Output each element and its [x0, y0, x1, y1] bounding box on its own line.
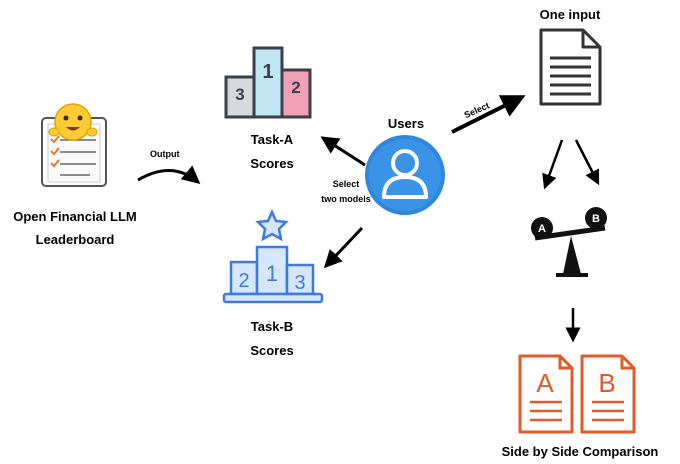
task-b-title: Task-B: [250, 319, 294, 334]
select-models-line2: two models: [321, 194, 371, 204]
user-avatar-icon: [365, 135, 445, 215]
document-a-icon: A: [518, 354, 574, 434]
output-arrow: [137, 165, 201, 184]
task-b-rank-2: 2: [238, 270, 249, 292]
document-icon: [539, 28, 602, 106]
balance-scale-icon: A B: [531, 207, 607, 277]
document-b-icon: B: [580, 354, 636, 434]
leaderboard-label-line2: Leaderboard: [35, 232, 115, 247]
arrow-doc-left: [542, 139, 564, 190]
output-label: Output: [150, 149, 180, 159]
task-b-subtitle: Scores: [250, 343, 294, 358]
leaderboard-label-line1: Open Financial LLM: [13, 209, 137, 224]
users-label: Users: [387, 116, 425, 131]
task-a-subtitle: Scores: [250, 156, 294, 171]
task-a-title: Task-A: [250, 132, 294, 147]
task-a-rank-1: 1: [262, 61, 273, 83]
select-models-line1: Select: [332, 179, 360, 189]
leaderboard-label: Open Financial LLM Leaderboard: [12, 205, 138, 251]
task-b-podium-icon: 2 1 3: [222, 208, 324, 304]
one-input-label: One input: [539, 7, 601, 22]
comparison-label: Side by Side Comparison: [501, 444, 659, 459]
arrow-doc-right: [574, 139, 600, 186]
task-a-rank-2: 2: [291, 78, 300, 97]
scale-label-b: B: [592, 213, 600, 225]
task-a-rank-3: 3: [235, 85, 244, 104]
doc-b-letter: B: [598, 368, 615, 398]
task-b-rank-3: 3: [294, 272, 305, 294]
arrow-to-task-a: [320, 136, 366, 167]
arrow-to-task-b: [323, 226, 364, 269]
task-b-rank-1: 1: [266, 261, 278, 286]
select-input-label: Select: [463, 100, 491, 120]
arrow-to-one-input: [451, 95, 526, 134]
scale-label-a: A: [538, 223, 546, 235]
task-a-podium-icon: 3 1 2: [224, 46, 312, 119]
hugging-face-emoji-icon: [48, 103, 98, 141]
doc-a-letter: A: [536, 368, 554, 398]
select-models-label: Select two models: [316, 177, 376, 207]
task-a-label: Task-A Scores: [232, 128, 312, 176]
task-b-label: Task-B Scores: [232, 315, 312, 363]
